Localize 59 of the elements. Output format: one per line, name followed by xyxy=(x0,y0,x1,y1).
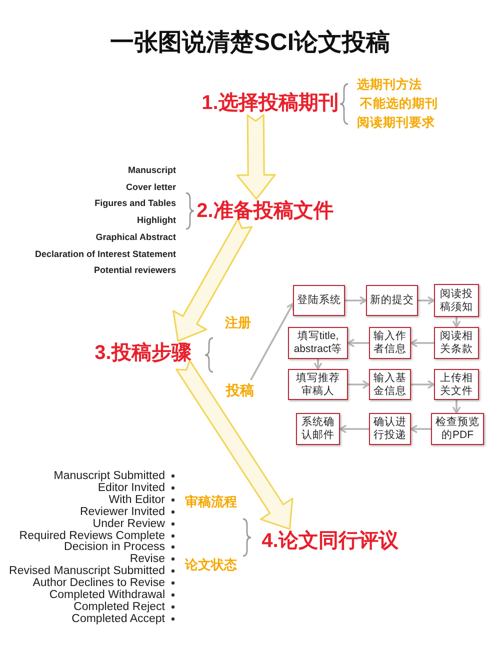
process-box: 确认进行投递 xyxy=(369,413,411,445)
document-item: Potential reviewers xyxy=(94,264,176,276)
document-item: Figures and Tables xyxy=(94,197,176,210)
step-heading: 2.准备投稿文件 xyxy=(193,199,337,223)
note-text: 选期刊方法 xyxy=(357,78,422,92)
process-box: 填写推荐审稿人 xyxy=(288,369,348,400)
process-box: 新的提交 xyxy=(366,285,418,316)
process-box: 系统确认邮件 xyxy=(296,413,340,445)
arrow xyxy=(410,338,434,348)
note-text: 阅读期刊要求 xyxy=(357,116,435,130)
document-item: Cover letter xyxy=(126,180,176,193)
status-item: Reviewer Invited xyxy=(80,506,165,518)
process-box: 填写title, abstract等 xyxy=(288,327,348,359)
status-item: Manuscript Submitted xyxy=(54,470,165,482)
arrow xyxy=(410,424,431,434)
status-item: Decision in Process xyxy=(64,541,165,554)
status-item: With Editor xyxy=(108,494,165,506)
status-item: Under Review xyxy=(92,518,165,530)
status-item: Required Reviews Complete xyxy=(19,530,165,542)
status-item: Revise xyxy=(130,553,165,566)
status-item: Completed Accept xyxy=(72,612,165,625)
category-label: 注册 xyxy=(225,315,251,331)
process-box: 输入基金信息 xyxy=(369,369,411,400)
note-text: 不能选的期刊 xyxy=(360,96,438,112)
document-item: Declaration of Interest Statement xyxy=(34,248,176,260)
arrow xyxy=(250,302,294,380)
arrow xyxy=(452,317,461,328)
status-item: Completed Withdrawal xyxy=(49,589,165,601)
block-arrow xyxy=(236,114,276,200)
document-item: Manuscript xyxy=(128,164,176,176)
step-heading: 4.论文同行评议 xyxy=(258,529,402,553)
arrow xyxy=(348,380,370,389)
status-item: Completed Reject xyxy=(74,600,165,613)
process-box: 输入作者信息 xyxy=(369,327,411,359)
arrow xyxy=(418,296,435,305)
arrow xyxy=(452,400,461,414)
title: 一张图说清楚SCI论文投稿 xyxy=(108,28,391,58)
process-box: 登陆系统 xyxy=(293,285,345,316)
step-heading: 1.选择投稿期刊 xyxy=(198,91,342,115)
status-item: Editor Invited xyxy=(98,482,165,494)
process-box: 上传相关文件 xyxy=(434,369,479,400)
step-heading: 3.投稿步骤 xyxy=(93,341,193,365)
document-item: Highlight xyxy=(137,214,176,226)
arrow xyxy=(339,424,369,434)
category-label: 审稿流程 xyxy=(185,494,237,510)
block-arrow xyxy=(176,360,294,530)
block-arrow xyxy=(172,218,253,342)
process-box: 阅读相关条款 xyxy=(434,327,479,359)
category-label: 论文状态 xyxy=(185,557,237,573)
status-item: Revised Manuscript Submitted xyxy=(9,565,165,578)
category-label: 投稿 xyxy=(222,380,258,400)
arrow xyxy=(314,359,322,370)
document-item: Graphical Abstract xyxy=(96,230,176,243)
arrow xyxy=(345,296,367,305)
process-box: 检查预览的PDF xyxy=(431,413,484,445)
status-item: Author Declines to Revise xyxy=(32,577,165,590)
arrow xyxy=(411,380,435,389)
process-box: 阅读投稿须知 xyxy=(434,284,479,317)
arrow xyxy=(347,338,369,348)
